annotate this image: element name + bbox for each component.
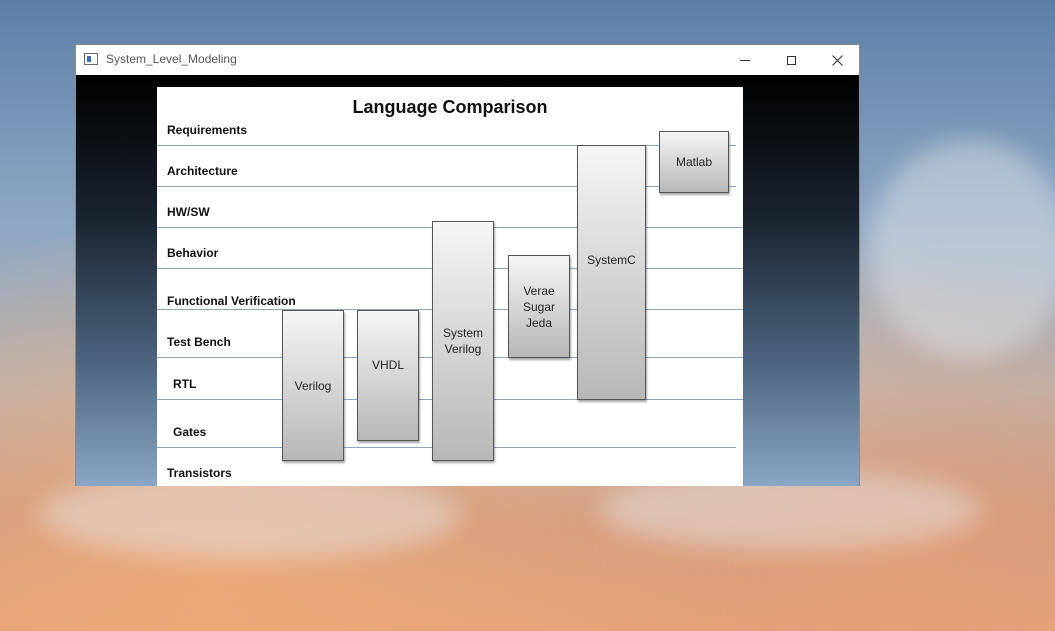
row-divider (157, 145, 736, 146)
slide: Language Comparison Requirements Archite… (157, 87, 743, 486)
row-label-gates: Gates (173, 425, 207, 439)
maximize-button[interactable] (768, 45, 814, 75)
row-label-transistors: Transistors (167, 466, 232, 480)
lang-box-vhdl: VHDL (357, 310, 419, 441)
app-window: System_Level_Modeling Language Compariso… (75, 44, 860, 486)
lang-box-verilog: Verilog (282, 310, 344, 461)
row-label-requirements: Requirements (167, 123, 248, 137)
row-label-behavior: Behavior (167, 246, 219, 260)
maximize-icon (786, 55, 796, 65)
content-area: Language Comparison Requirements Archite… (76, 75, 859, 486)
row-label-architecture: Architecture (167, 164, 238, 178)
row-label-hw-sw: HW/SW (167, 205, 210, 219)
lang-box-system-verilog: System Verilog (432, 221, 494, 461)
row-divider (157, 186, 736, 187)
row-label-functional-verification: Functional Verification (167, 294, 296, 308)
close-button[interactable] (814, 45, 860, 75)
title-bar[interactable]: System_Level_Modeling (76, 45, 859, 75)
app-icon (84, 53, 98, 65)
window-title: System_Level_Modeling (106, 52, 237, 66)
lang-box-matlab: Matlab (659, 131, 729, 193)
close-icon (831, 54, 843, 66)
row-label-test-bench: Test Bench (167, 335, 231, 349)
lang-box-systemc: SystemC (577, 145, 646, 400)
lang-box-verae-sugar-jeda: Verae Sugar Jeda (508, 255, 570, 358)
minimize-icon (740, 59, 750, 61)
slide-title: Language Comparison (352, 97, 548, 117)
row-label-rtl: RTL (173, 377, 197, 391)
minimize-button[interactable] (722, 45, 768, 75)
